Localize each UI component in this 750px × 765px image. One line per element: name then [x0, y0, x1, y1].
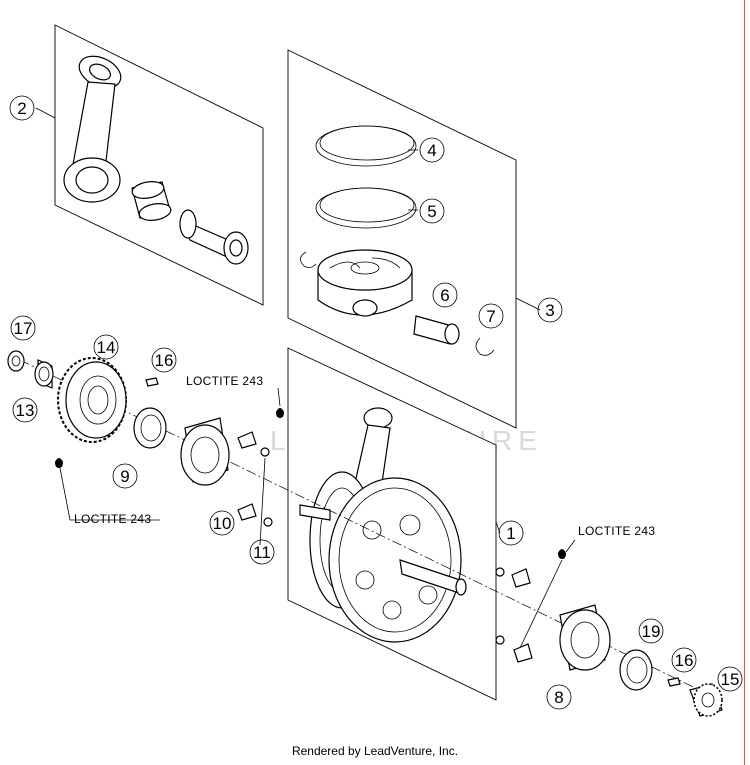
svg-text:16: 16 [155, 351, 174, 370]
seal-19 [619, 649, 653, 691]
wrist-pin [413, 315, 460, 345]
loctite-drop-left [55, 458, 63, 468]
callout-2: 2 [9, 95, 35, 121]
lock-plate-10a [237, 431, 257, 449]
gear-15 [689, 683, 723, 717]
callout-4: 4 [419, 137, 445, 163]
svg-text:3: 3 [545, 301, 554, 320]
crank-pin [179, 209, 249, 265]
circlip-left [300, 251, 317, 268]
callout-6: 6 [432, 282, 458, 308]
callout-7: 7 [478, 303, 504, 329]
screw-11a [260, 447, 270, 457]
bearing-sleeve [131, 181, 172, 221]
svg-text:4: 4 [427, 141, 436, 160]
seal-ring-17 [7, 350, 25, 372]
woodruff-key-16a [145, 377, 159, 387]
svg-text:11: 11 [253, 543, 271, 562]
connecting-rod [63, 55, 122, 203]
callout-16-left: 16 [151, 347, 177, 373]
right-components [495, 549, 723, 717]
svg-text:13: 13 [16, 401, 35, 420]
leader-lines [35, 107, 576, 649]
loctite-label-left: LOCTITE 243 [74, 512, 151, 526]
crankshaft-panel [287, 347, 497, 701]
loctite-label-right: LOCTITE 243 [578, 524, 655, 538]
callout-16-right: 16 [671, 647, 697, 673]
circlip-right [475, 337, 495, 356]
screw-11b [263, 517, 273, 527]
piston-ring-4-inner [319, 125, 415, 161]
conrod-panel [54, 24, 264, 306]
svg-text:1: 1 [506, 524, 515, 543]
loctite-drop-top [276, 408, 284, 418]
svg-text:6: 6 [440, 286, 449, 305]
piston-ring-5-inner [319, 187, 415, 223]
svg-text:5: 5 [427, 202, 436, 221]
svg-text:10: 10 [213, 514, 232, 533]
piston [317, 249, 413, 317]
callout-8: 8 [546, 684, 572, 710]
seal-9 [133, 407, 167, 449]
svg-text:19: 19 [642, 622, 661, 641]
left-components [7, 350, 284, 527]
bearing-left [180, 417, 230, 486]
callout-13: 13 [12, 397, 38, 423]
spacer-13 [34, 359, 54, 389]
lock-plate-10b [237, 503, 257, 521]
bearing-8 [559, 604, 611, 671]
callout-19: 19 [638, 618, 664, 644]
woodruff-key-16b [667, 677, 681, 687]
svg-text:16: 16 [675, 651, 694, 670]
callout-9: 9 [112, 463, 138, 489]
callout-15: 15 [717, 666, 743, 692]
footer-credit: Rendered by LeadVenture, Inc. [291, 744, 459, 758]
callout-1: 1 [498, 520, 524, 546]
callout-10: 10 [209, 510, 235, 536]
svg-text:7: 7 [486, 307, 495, 326]
svg-text:14: 14 [97, 338, 116, 357]
lock-plate-right-b [513, 643, 533, 663]
screw-right-b [495, 635, 505, 645]
svg-text:15: 15 [721, 670, 740, 689]
gear-14 [57, 357, 127, 443]
callout-14: 14 [93, 334, 119, 360]
callouts: 2 4 5 6 7 3 17 14 16 13 9 10 11 1 19 16 … [9, 95, 743, 710]
screw-right-a [495, 567, 505, 577]
loctite-drop-right [558, 549, 566, 559]
callout-11: 11 [249, 539, 275, 565]
svg-text:2: 2 [17, 99, 26, 118]
callout-3: 3 [537, 297, 563, 323]
svg-text:8: 8 [554, 688, 563, 707]
callout-5: 5 [419, 198, 445, 224]
callout-17: 17 [10, 315, 36, 341]
piston-panel [287, 49, 517, 429]
lock-plate-right-a [511, 568, 531, 588]
page-edge-line [744, 0, 745, 765]
svg-text:9: 9 [120, 467, 129, 486]
svg-text:17: 17 [14, 319, 33, 338]
crankshaft [299, 407, 467, 643]
loctite-label-top: LOCTITE 243 [186, 374, 263, 388]
